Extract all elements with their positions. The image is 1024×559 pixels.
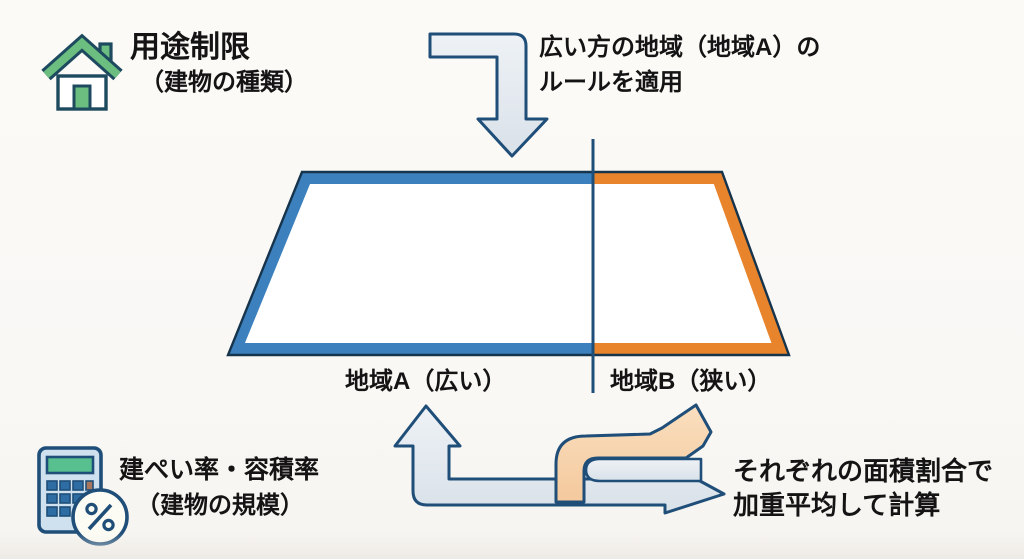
house-icon: [41, 33, 123, 111]
apply-rule-arrow: [428, 32, 549, 158]
top-rule-note-line1: 広い方の地域（地域A）の: [539, 34, 821, 61]
zone-a-border: [227, 172, 593, 355]
use-restriction-title: 用途制限: [130, 31, 250, 64]
use-restriction-subtitle: （建物の種類）: [140, 69, 308, 96]
bottom-rule-note-line2: 加重平均して計算: [733, 490, 941, 520]
zone-a-label: 地域A（広い）: [345, 368, 507, 395]
site-trapezoid: [228, 172, 789, 355]
zone-b-label: 地域B（狭い）: [610, 368, 772, 395]
top-rule-note-line2: ルールを適用: [539, 69, 683, 96]
bottom-rule-note-line1: それぞれの面積割合で: [733, 456, 994, 486]
coverage-ratio-subtitle: （建物の規模）: [136, 492, 304, 519]
calculator-buttons: [46, 480, 94, 517]
zone-b-border: [593, 172, 789, 355]
background-floor-shade: [0, 533, 1024, 559]
calculator-percent-icon: [37, 446, 129, 546]
percent-glyph: [85, 502, 115, 532]
coverage-ratio-title: 建ぺい率・容積率: [119, 456, 320, 484]
arrow-branch-slot: [584, 457, 703, 483]
zone-b-branch-arrow: [554, 403, 713, 504]
site-trapezoid-outline: [226, 170, 791, 357]
